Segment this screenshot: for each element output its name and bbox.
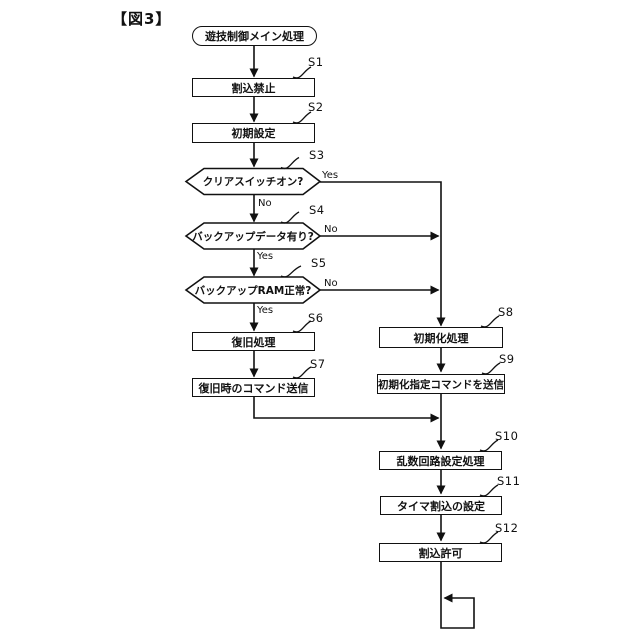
node-s10: 乱数回路設定処理 [379, 451, 502, 470]
step-label-s10: S10 [495, 429, 519, 443]
node-s9-label: 初期化指定コマンドを送信 [378, 378, 504, 391]
leader-s12 [479, 531, 499, 544]
node-s2-label: 初期設定 [231, 127, 276, 140]
node-s4: バックアップデータ有り? [186, 223, 320, 249]
step-label-s9: S9 [499, 352, 515, 366]
step-label-s12: S12 [495, 521, 519, 535]
node-s9: 初期化指定コマンドを送信 [377, 374, 505, 394]
leader-s7 [292, 366, 312, 379]
leader-s10 [479, 439, 499, 452]
node-s6-label: 復旧処理 [231, 335, 276, 349]
node-s11: タイマ割込の設定 [380, 496, 502, 515]
edge-label-s4-yes: Yes [257, 251, 274, 262]
edge-s7-join [253, 397, 440, 423]
edge-label-s5-no: No [324, 278, 338, 289]
node-s6: 復旧処理 [192, 332, 315, 351]
node-s11-label: タイマ割込の設定 [397, 499, 485, 513]
node-s12-label: 割込許可 [418, 546, 463, 560]
node-s12: 割込許可 [379, 543, 502, 562]
leader-s5 [280, 265, 302, 278]
node-s5: バックアップRAM正常? [186, 277, 320, 303]
node-s2: 初期設定 [192, 123, 315, 143]
node-s3-label: クリアスイッチオン? [202, 176, 304, 188]
leader-s9 [481, 362, 501, 375]
leader-s2 [292, 111, 312, 124]
leader-s1 [292, 66, 312, 79]
edge-label-s3-no: No [258, 198, 272, 209]
node-s1-label: 割込禁止 [231, 81, 276, 95]
node-s5-label: バックアップRAM正常? [194, 284, 312, 297]
step-label-s2: S2 [308, 100, 324, 114]
step-label-s11: S11 [497, 474, 521, 488]
node-s8-label: 初期化処理 [413, 331, 469, 345]
step-label-s6: S6 [308, 311, 324, 325]
edge-label-s3-yes: Yes [322, 170, 339, 181]
node-s4-label: バックアップデータ有り? [192, 230, 314, 243]
step-label-s4: S4 [309, 203, 325, 217]
decision-shape-s4 [184, 222, 322, 250]
leader-s4 [280, 211, 300, 224]
node-s7: 復旧時のコマンド送信 [192, 378, 315, 397]
node-s1: 割込禁止 [192, 78, 315, 97]
step-label-s3: S3 [309, 148, 325, 162]
step-label-s7: S7 [310, 357, 326, 371]
node-start-label: 遊技制御メイン処理 [205, 30, 304, 43]
edge-label-s4-no: No [324, 224, 338, 235]
node-start-terminal: 遊技制御メイン処理 [192, 26, 317, 46]
step-label-s8: S8 [498, 305, 514, 319]
decision-shape-s5 [184, 276, 322, 304]
step-label-s1: S1 [308, 55, 324, 69]
node-s10-label: 乱数回路設定処理 [396, 454, 485, 468]
node-s8: 初期化処理 [379, 327, 503, 348]
edge-s12-loop [440, 562, 475, 629]
leader-s3 [280, 156, 300, 170]
figure-label: 【図3】 [112, 10, 172, 28]
leader-s8 [480, 315, 500, 328]
node-s7-label: 復旧時のコマンド送信 [198, 381, 309, 395]
node-s3: クリアスイッチオン? [186, 168, 320, 195]
leader-s6 [292, 320, 312, 333]
step-label-s5: S5 [311, 256, 327, 270]
edge-s3-yes-branch [320, 181, 446, 327]
leader-s11 [479, 484, 499, 497]
decision-shape-s3 [184, 167, 322, 196]
edge-label-s5-yes: Yes [257, 305, 274, 316]
